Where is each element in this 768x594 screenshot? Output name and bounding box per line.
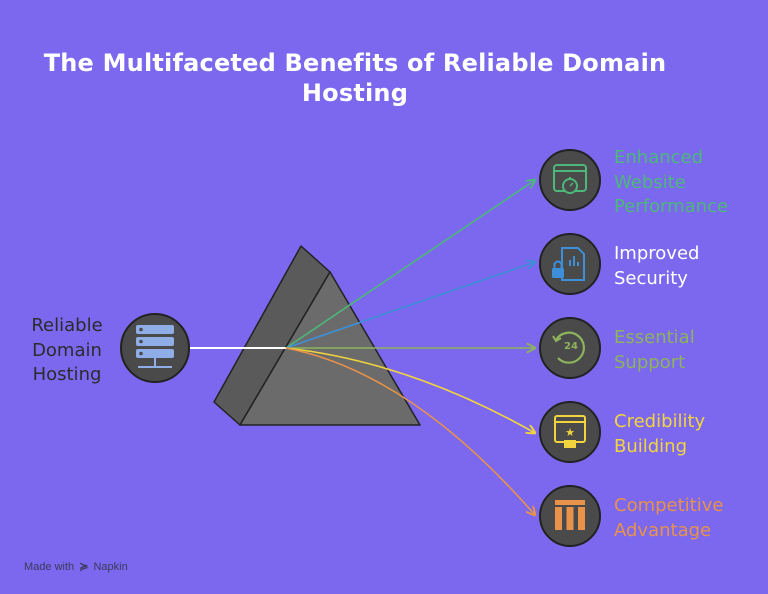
source-label-line: Reliable <box>31 315 103 336</box>
support-24-icon: 24 <box>539 317 601 379</box>
svg-text:★: ★ <box>565 426 575 439</box>
benefit-label-line: Security <box>614 267 688 289</box>
title-line-1: The Multifaceted Benefits of Reliable Do… <box>43 49 667 77</box>
competition-bars-icon <box>539 485 601 547</box>
benefit-label-line: Building <box>614 435 688 457</box>
benefit-label-line: Website <box>614 171 686 193</box>
title-line-2: Hosting <box>301 79 409 107</box>
source-label-line: Domain <box>32 339 102 361</box>
benefit-label-competitive: Competitive Advantage <box>614 494 723 543</box>
benefit-label-security: Improved Security <box>614 242 699 291</box>
benefit-label-line: Improved <box>614 243 700 264</box>
page-title: The Multifaceted Benefits of Reliable Do… <box>40 48 670 108</box>
benefit-label-line: Enhanced <box>614 147 704 168</box>
document-lock-icon <box>539 233 601 295</box>
benefit-label-line: Credibility <box>614 411 706 432</box>
made-with-text: Made with <box>24 561 75 573</box>
arrow-credibility <box>285 347 535 433</box>
arrow-security <box>285 262 535 349</box>
benefit-label-line: Advantage <box>614 519 712 541</box>
benefit-label-line: Essential <box>614 327 695 348</box>
browser-stopwatch-icon <box>539 149 601 211</box>
arrow-competitive <box>285 347 535 515</box>
source-label: Reliable Domain Hosting <box>14 314 120 388</box>
award-certificate-icon: ★ <box>539 401 601 463</box>
svg-text:24: 24 <box>564 341 578 352</box>
benefit-label-line: Performance <box>614 196 729 217</box>
benefit-label-performance: Enhanced Website Performance <box>614 146 728 220</box>
benefit-label-line: Support <box>614 351 686 373</box>
arrow-performance <box>285 180 535 349</box>
source-label-line: Hosting <box>32 364 102 385</box>
prism <box>213 245 421 426</box>
benefit-label-support: Essential Support <box>614 326 695 375</box>
napkin-brand-text: Napkin <box>93 561 128 573</box>
server-icon <box>120 313 190 383</box>
benefit-label-credibility: Credibility Building <box>614 410 705 459</box>
footer-attribution: Made with ≽ Napkin <box>24 560 128 573</box>
benefit-label-line: Competitive <box>614 495 724 516</box>
napkin-logo-icon: ≽ <box>79 561 89 573</box>
